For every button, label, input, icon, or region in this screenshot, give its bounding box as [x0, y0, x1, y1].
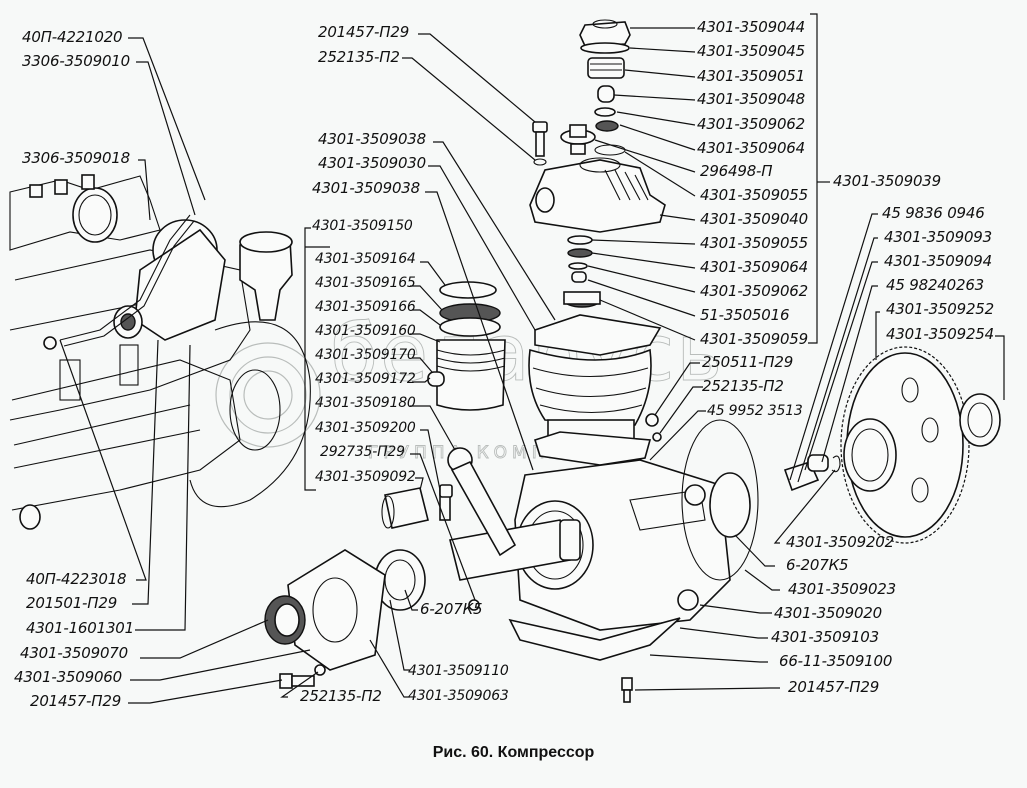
part-label: 4301-1601301 [26, 619, 134, 637]
part-label: 4301-3509030 [318, 154, 426, 172]
part-label: 4301-3509254 [886, 325, 994, 343]
part-label: 4301-3509180 [315, 395, 416, 411]
part-label: 4301-3509070 [20, 644, 128, 662]
part-label: 4301-3509062 [697, 115, 805, 133]
part-label: 4301-3509064 [700, 258, 808, 276]
part-label: 252135-П2 [300, 687, 382, 705]
part-label: 4301-3509103 [771, 628, 879, 646]
cylinder-head-illustration [528, 19, 666, 466]
group-label-head: 4301-3509039 [833, 172, 941, 190]
part-label: 4301-3509064 [697, 139, 805, 157]
part-label: 4301-3509063 [408, 688, 509, 704]
part-label: 4301-3509040 [700, 210, 808, 228]
part-label: 4301-3509055 [700, 186, 808, 204]
part-label: 4301-3509093 [884, 228, 992, 246]
part-label: 4301-3509092 [315, 469, 416, 485]
part-label: 201501-П29 [26, 594, 117, 612]
part-label: 4301-3509164 [315, 251, 416, 267]
part-label: 45 9836 0946 [882, 204, 985, 222]
part-label: 3306-3509010 [22, 52, 130, 70]
part-label: 4301-3509048 [697, 90, 805, 108]
part-label: 40П-4223018 [26, 570, 126, 588]
part-label: 3306-3509018 [22, 149, 130, 167]
engine-block-illustration [9, 174, 311, 530]
part-label: 4301-3509062 [700, 282, 808, 300]
part-label: 252135-П2 [318, 48, 400, 66]
part-label: 201457-П29 [318, 23, 409, 41]
part-label: 296498-П [700, 162, 772, 180]
part-label: 4301-3509110 [408, 663, 509, 679]
part-label: 4301-3509094 [884, 252, 992, 270]
part-label: 4301-3509045 [697, 42, 805, 60]
figure-caption: Рис. 60. Компрессор [432, 744, 595, 761]
crankcase-illustration [264, 281, 731, 703]
part-label: 6-207К5 [420, 600, 482, 618]
part-label: 4301-3509166 [315, 299, 416, 315]
part-label: 4301-3509038 [312, 179, 420, 197]
part-label: 4301-3509200 [315, 420, 416, 436]
part-label: 252135-П2 [702, 377, 784, 395]
part-label: 292735-П29 [320, 444, 405, 460]
part-label: 4301-3509060 [14, 668, 122, 686]
part-label: 4301-3509202 [786, 533, 894, 551]
part-label: 201457-П29 [30, 692, 121, 710]
part-label: 6-207К5 [786, 556, 848, 574]
part-label: 4301-3509051 [697, 67, 805, 85]
part-label: 4301-3509038 [318, 130, 426, 148]
part-label: 51-3505016 [700, 306, 789, 324]
group-label-piston: 4301-3509150 [312, 218, 413, 234]
part-label: 201457-П29 [788, 678, 879, 696]
part-labels: 40П-4221020 3306-3509010 3306-3509018 20… [14, 18, 994, 710]
part-label: 4301-3509023 [788, 580, 896, 598]
part-label: 250511-П29 [702, 353, 793, 371]
part-label: 4301-3509044 [697, 18, 805, 36]
part-label: 4301-3509160 [315, 323, 416, 339]
part-label: 4301-3509252 [886, 300, 994, 318]
drive-gear-illustration [681, 346, 1001, 581]
part-label: 4301-3509165 [315, 275, 416, 291]
part-label: 40П-4221020 [22, 28, 122, 46]
part-label: 4301-3509020 [774, 604, 882, 622]
part-label: 4301-3509170 [315, 347, 416, 363]
part-label: 4301-3509059 [700, 330, 808, 348]
part-label: 66-11-3509100 [779, 652, 892, 670]
part-label: 4301-3509055 [700, 234, 808, 252]
part-label: 45 98240263 [886, 276, 984, 294]
leader-lines [59, 13, 1005, 704]
part-label: 4301-3509172 [315, 371, 416, 387]
part-label: 45 9952 3513 [707, 403, 803, 419]
